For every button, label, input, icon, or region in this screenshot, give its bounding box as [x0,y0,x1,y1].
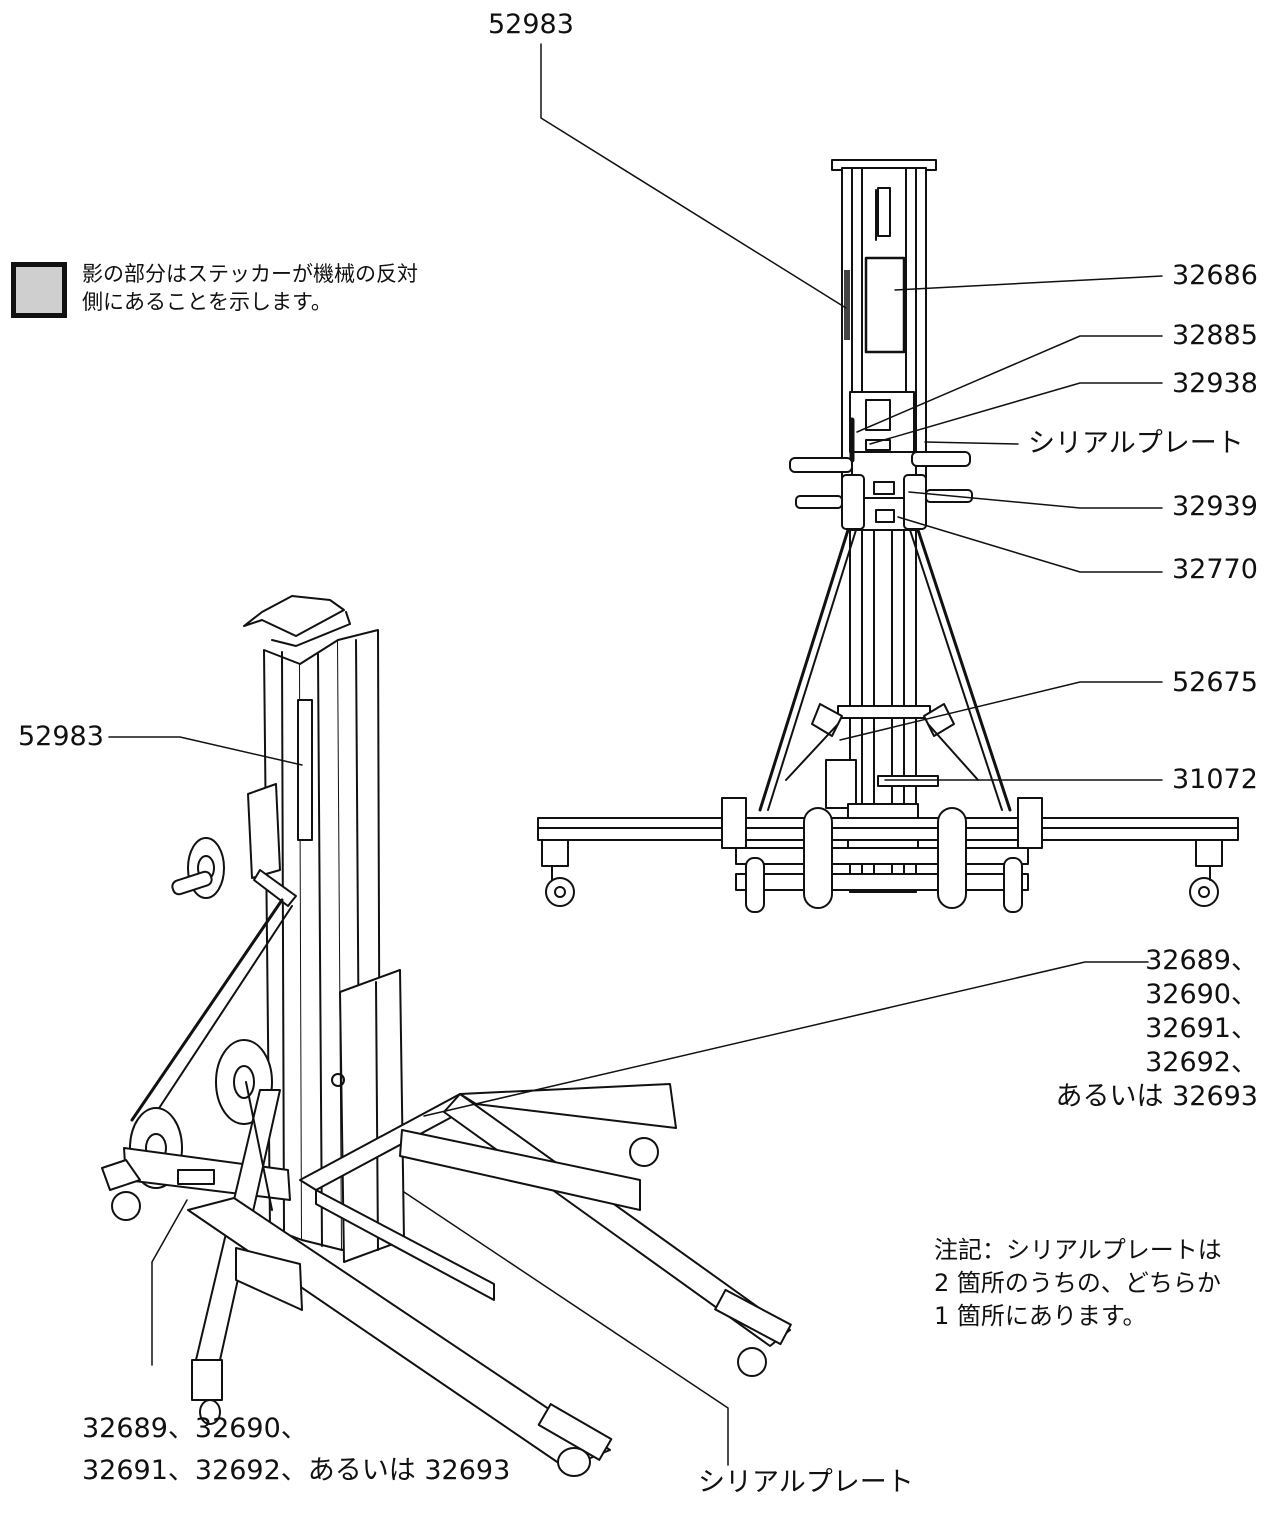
label-group-line: 32691、32692、あるいは 32693 [82,1455,511,1486]
label-group-line: あるいは 32693 [1055,1081,1258,1112]
callout-leaders [108,43,1163,1466]
note-line: 注記：シリアルプレートは [934,1236,1222,1264]
note-text: 注記：シリアルプレートは 2 箇所のうちの、どちらか 1 箇所にあります。 [934,1234,1222,1333]
label-52983-left: 52983 [18,721,104,752]
label-32938: 32938 [1172,368,1258,399]
label-group-right: 32689、 32690、 32691、 32692、 あるいは 32693 [1056,944,1258,1114]
label-serial-plate-bottom: シリアルプレート [698,1467,914,1498]
label-32939: 32939 [1172,491,1258,522]
label-52675: 52675 [1172,667,1258,698]
legend-line: 側にあることを示します。 [82,290,332,314]
label-32686: 32686 [1172,260,1258,291]
label-group-line: 32691、 [1145,1013,1258,1044]
side-view-lift [101,595,792,1477]
label-group-line: 32689、 [1145,945,1258,976]
legend-line: 影の部分はステッカーが機械の反対 [82,262,418,286]
label-group-line: 32689、32690、 [82,1413,308,1444]
label-group-line: 32692、 [1145,1047,1258,1078]
label-serial-plate-front: シリアルプレート [1028,428,1244,459]
note-line: 2 箇所のうちの、どちらか [934,1269,1221,1297]
shaded-legend-swatch [11,262,67,318]
label-group-bottom-left: 32689、32690、 32691、32692、あるいは 32693 [82,1408,510,1492]
label-group-line: 32690、 [1145,979,1258,1010]
label-32770: 32770 [1172,554,1258,585]
label-52983-top: 52983 [488,9,574,40]
front-view-lift [537,159,1239,913]
label-31072: 31072 [1172,764,1258,795]
legend-text: 影の部分はステッカーが機械の反対 側にあることを示します。 [82,260,418,316]
note-line: 1 箇所にあります。 [934,1302,1147,1330]
label-32885: 32885 [1172,320,1258,351]
